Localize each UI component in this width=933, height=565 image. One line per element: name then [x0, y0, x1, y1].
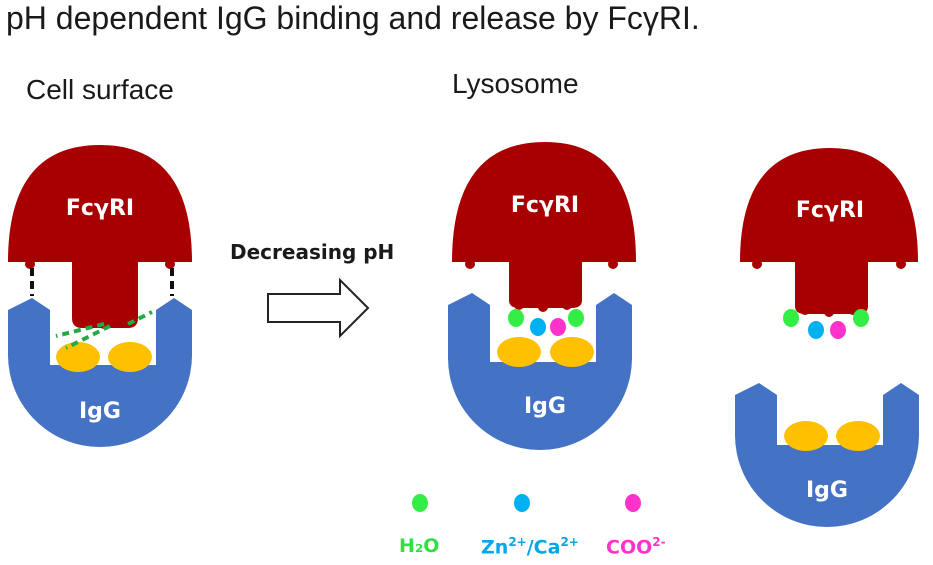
receptor-label: FcγRI [66, 196, 134, 221]
lysosome-intermediate: FcγRI IgG [448, 142, 636, 450]
fc-domain-left [784, 421, 828, 451]
receptor-contact-dot [562, 300, 572, 310]
lysosome-heading: Lysosome [452, 68, 579, 99]
legend-ion-label: Zn2+/Ca2+ [481, 535, 579, 559]
water-molecule [568, 309, 584, 327]
legend-carboxyl-label: COO2- [606, 535, 666, 559]
receptor-contact-dot [538, 302, 548, 312]
receptor-shape [740, 148, 918, 314]
fc-domain-right [836, 421, 880, 451]
receptor-contact-dot [465, 259, 475, 269]
carboxyl-molecule [550, 318, 566, 336]
fc-domain-right [108, 342, 152, 372]
water-molecule [783, 309, 799, 327]
cell-surface-complex: FcγRI IgG [8, 145, 192, 447]
water-molecule [853, 309, 869, 327]
igg-antibody-shape [735, 383, 919, 527]
igg-label: IgG [79, 399, 121, 424]
legend-ion-dot [514, 494, 530, 512]
receptor-contact-dot [800, 305, 810, 315]
receptor-contact-dot [608, 259, 618, 269]
salt-bridge-line [65, 324, 111, 350]
ion-molecule [530, 318, 546, 336]
receptor-label: FcγRI [796, 198, 864, 223]
receptor-contact-dot [896, 259, 906, 269]
cell-surface-heading: Cell surface [26, 74, 174, 105]
fc-domain-left [56, 342, 100, 372]
arrow-label: Decreasing pH [230, 240, 395, 264]
fc-domain-left [497, 337, 541, 367]
receptor-shape [452, 142, 636, 308]
fc-domain-right [550, 337, 594, 367]
igg-label: IgG [524, 394, 566, 419]
receptor-contact-dot [752, 259, 762, 269]
legend-water-dot [412, 494, 428, 512]
receptor-contact-dot [165, 259, 175, 269]
carboxyl-molecule [830, 321, 846, 339]
igg-label: IgG [806, 478, 848, 503]
receptor-contact-dot [824, 307, 834, 317]
igg-antibody-shape [8, 298, 192, 447]
legend-carboxyl-dot [625, 494, 641, 512]
receptor-contact-dot [75, 317, 85, 327]
salt-bridge-line [55, 322, 105, 338]
igg-antibody-shape [448, 293, 632, 450]
salt-bridge-line [127, 310, 153, 326]
receptor-contact-dot [25, 259, 35, 269]
lysosome-released: FcγRI IgG [735, 148, 919, 527]
figure-title: pH dependent IgG binding and release by … [6, 0, 700, 36]
decreasing-ph-arrow [267, 277, 370, 339]
legend-water-label: H₂O [399, 535, 440, 557]
receptor-label: FcγRI [511, 193, 579, 218]
ion-molecule [808, 321, 824, 339]
receptor-contact-dot [514, 300, 524, 310]
water-molecule [508, 309, 524, 327]
receptor-shape [8, 145, 192, 328]
